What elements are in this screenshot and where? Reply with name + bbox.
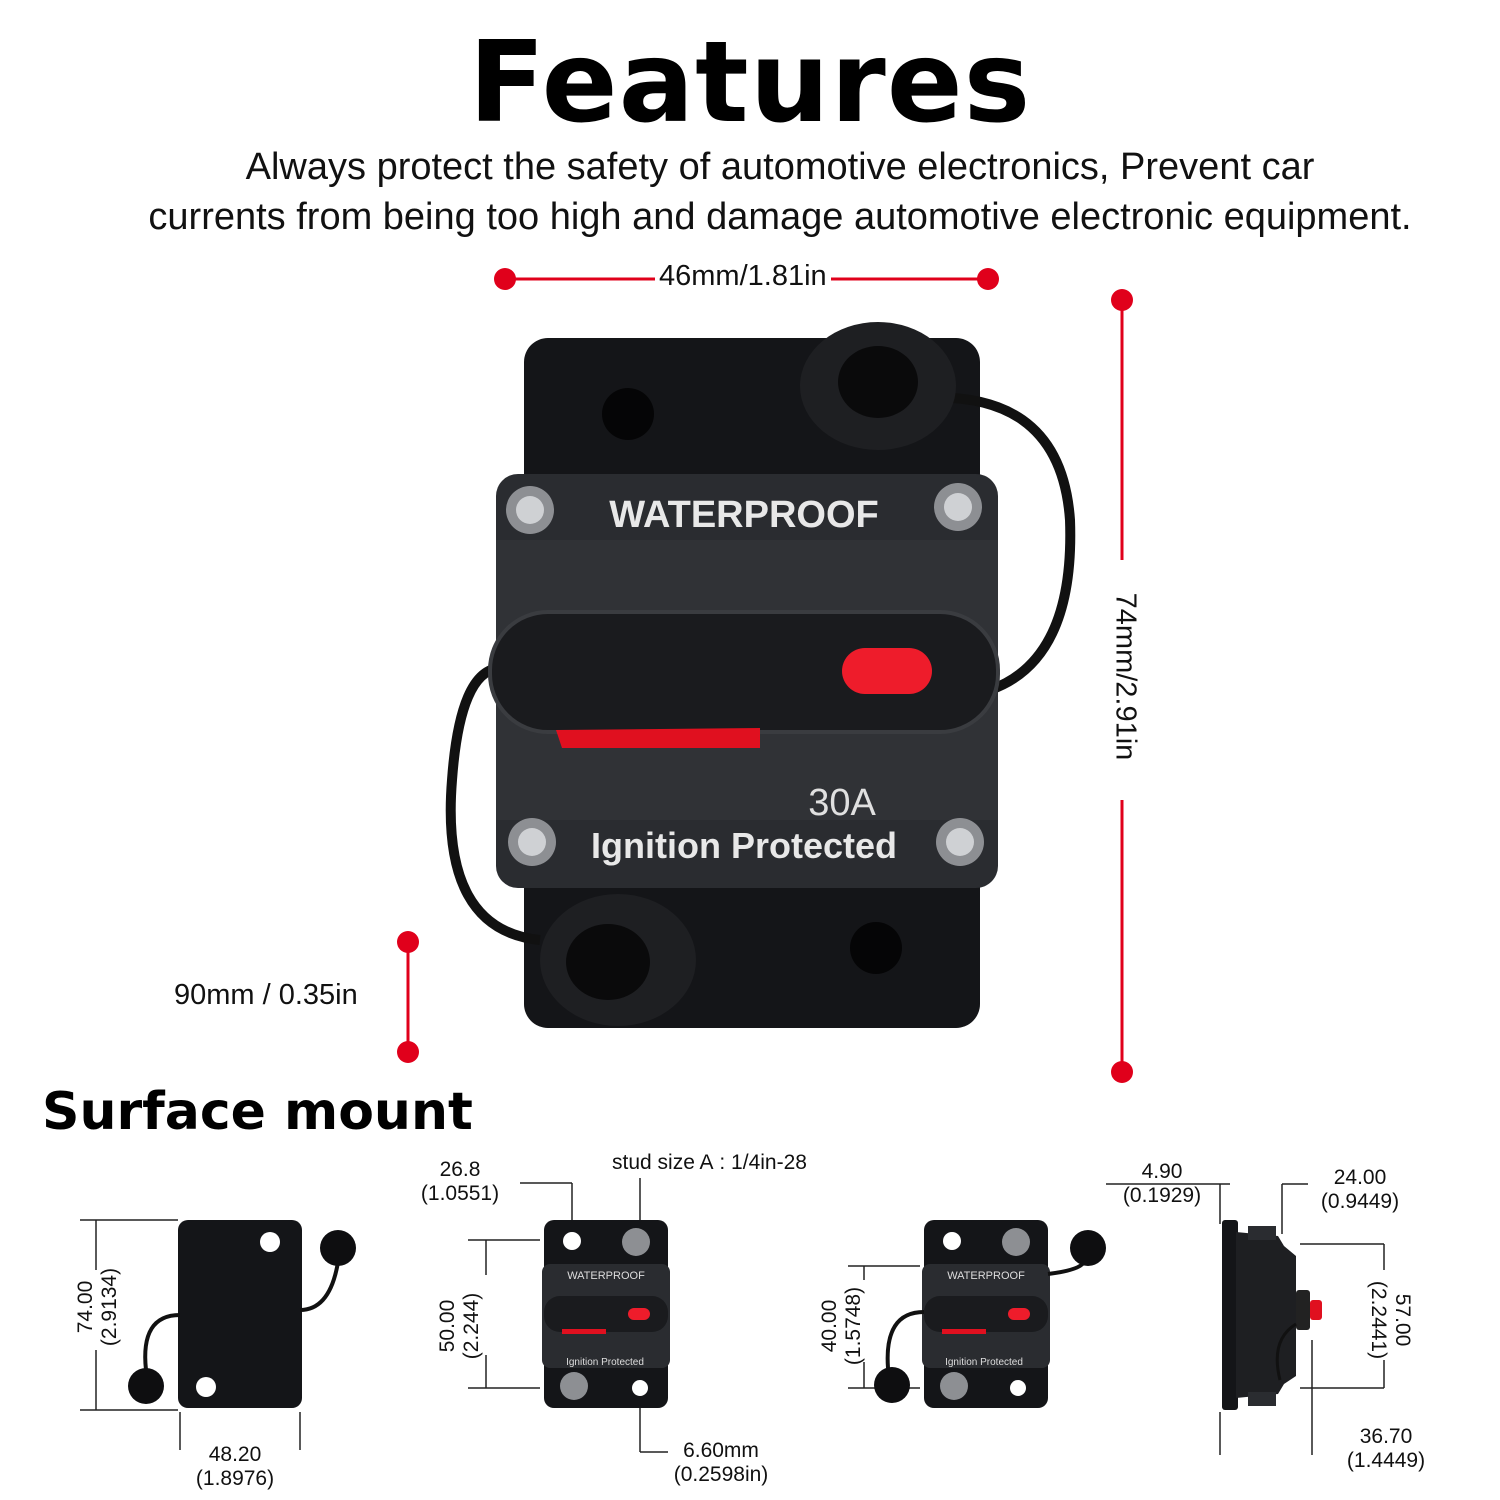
width-dimension-label: 46mm/1.81in [655, 260, 831, 293]
subtitle-line-2: currents from being too high and damage … [148, 196, 1412, 238]
view1-height-label: 74.00 (2.9134) [74, 1267, 121, 1347]
device-rating: 30A [808, 782, 876, 824]
page-title: Features [468, 18, 1032, 148]
device-label-waterproof: WATERPROOF [609, 494, 879, 536]
height-dimension-label: 74mm/2.91in [1108, 571, 1142, 782]
cap-tether-icon [899, 392, 1076, 695]
device-label-ignition: Ignition Protected [591, 825, 897, 866]
view3-label-ignition: Ignition Protected [945, 1357, 1023, 1368]
thickness-dimension [397, 931, 419, 1063]
view2-label-ignition: Ignition Protected [566, 1357, 644, 1368]
circuit-breaker-device [445, 322, 1076, 1028]
mount-hole-icon [850, 922, 902, 974]
reset-indicator [842, 648, 932, 694]
view3-label-waterproof: WATERPROOF [947, 1270, 1025, 1282]
mount-hole-icon [602, 388, 654, 440]
view1-width-label: 48.20 (1.8976) [195, 1443, 275, 1490]
view4-a-label: 4.90 (0.1929) [1122, 1160, 1202, 1207]
view4-b-label: 24.00 (0.9449) [1320, 1166, 1400, 1213]
surface-mount-drawings: WATERPROOF Ignition Protected WATERPROOF… [80, 1178, 1385, 1455]
height-dimension [1111, 289, 1133, 1083]
view-back [80, 1219, 356, 1450]
view2-hole-label: 6.60mm (0.2598in) [673, 1439, 769, 1486]
view-front-caps [848, 1220, 1106, 1408]
view-side [1106, 1183, 1385, 1455]
thickness-dimension-label: 90mm / 0.35in [174, 979, 358, 1012]
view-front-stud [468, 1178, 670, 1453]
view4-d-label: 36.70 (1.4449) [1346, 1425, 1426, 1472]
view2-label-waterproof: WATERPROOF [567, 1270, 645, 1282]
view4-c-label: 57.00 (2.2441) [1367, 1280, 1414, 1360]
surface-mount-title: Surface mount [42, 1082, 473, 1142]
view2-height-label: 50.00 (2.244) [436, 1292, 483, 1360]
view2-stud-label: stud size A : 1/4in-28 [612, 1151, 807, 1174]
cap-tether-icon [445, 663, 541, 945]
main-product-figure: WATERPROOF 30A Ignition Protected [397, 268, 1133, 1083]
view2-offset-label: 26.8 (1.0551) [420, 1158, 500, 1205]
subtitle-line-1: Always protect the safety of automotive … [245, 146, 1315, 188]
trip-indicator [556, 728, 760, 748]
view3-height-label: 40.00 (1.5748) [818, 1286, 865, 1366]
page-subtitle: Always protect the safety of automotive … [60, 142, 1500, 242]
